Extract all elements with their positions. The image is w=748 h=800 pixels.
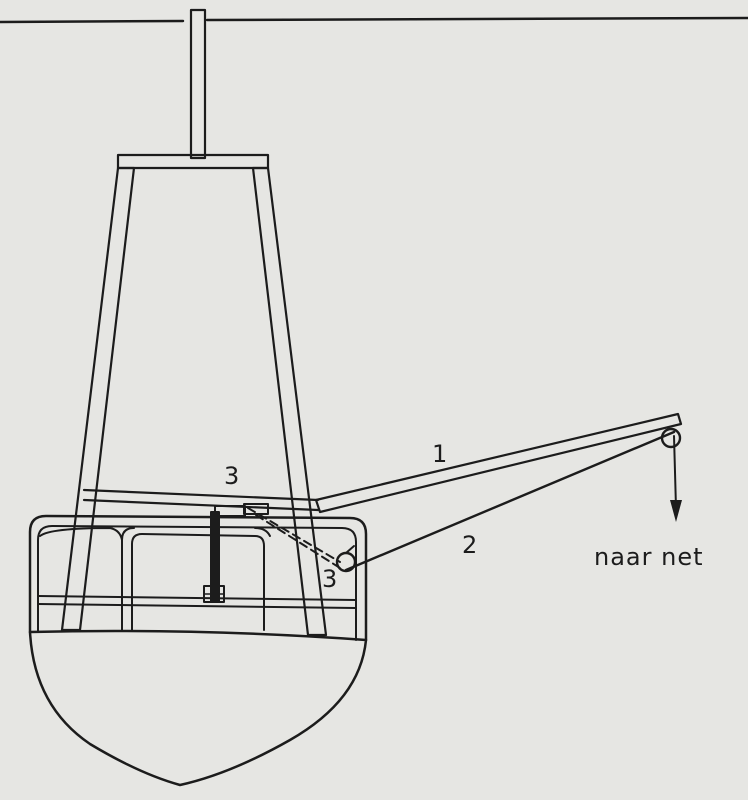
label-destination: naar net bbox=[594, 543, 704, 571]
mast bbox=[189, 8, 207, 160]
bulwark bbox=[28, 514, 368, 642]
label-cable: 2 bbox=[462, 531, 477, 559]
deck-crossbeam bbox=[82, 488, 320, 512]
label-guide-top: 3 bbox=[224, 462, 239, 490]
lower-pulley bbox=[335, 545, 357, 573]
boom-tip-pulley bbox=[660, 427, 682, 449]
boom bbox=[314, 412, 683, 514]
lower-rails bbox=[37, 595, 357, 609]
top-line bbox=[0, 16, 748, 24]
cable bbox=[344, 430, 677, 572]
label-boom: 1 bbox=[432, 440, 447, 468]
winch bbox=[203, 503, 269, 603]
window-frames bbox=[39, 527, 271, 631]
hull bbox=[28, 629, 368, 787]
guide-path-3 bbox=[247, 507, 341, 569]
label-guide-bottom: 3 bbox=[322, 565, 337, 593]
down-arrow bbox=[670, 500, 682, 522]
